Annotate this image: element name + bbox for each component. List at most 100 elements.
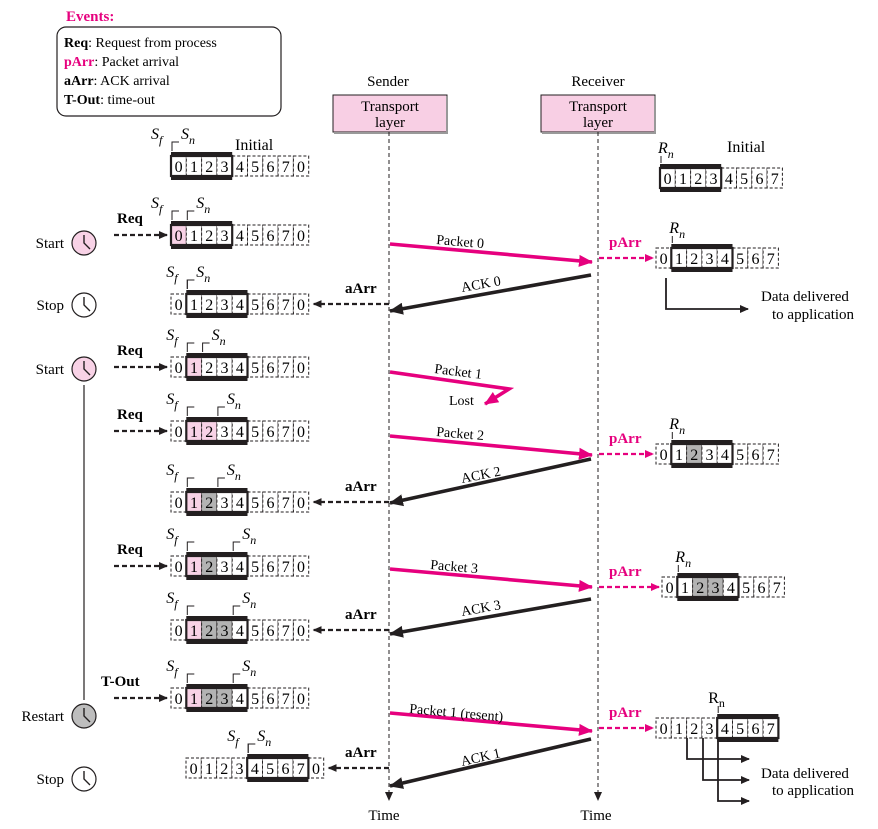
seq-number: 7 <box>282 495 290 512</box>
seq-number: 7 <box>767 721 775 738</box>
rn-label: Rn <box>668 416 685 437</box>
window-bar-bottom <box>186 640 248 644</box>
window-bar-bottom <box>186 441 248 445</box>
window-bar-bottom <box>186 314 248 318</box>
message-arrow <box>389 273 592 315</box>
sn-label: Sn <box>181 126 195 147</box>
seq-number: 1 <box>190 495 198 512</box>
sf-pointer <box>171 210 179 220</box>
seq-number: 5 <box>251 159 259 176</box>
seq-number: 2 <box>205 297 213 314</box>
seq-number: 0 <box>175 360 183 377</box>
window-bar-bottom <box>671 268 733 272</box>
seq-number: 4 <box>236 424 244 441</box>
seq-cell <box>292 420 310 442</box>
message-label: ACK 0 <box>460 274 502 296</box>
window-bar-top <box>671 440 733 444</box>
seq-number: 3 <box>221 559 229 576</box>
timer-start: Start <box>36 356 97 382</box>
seq-number: 6 <box>266 691 274 708</box>
message-arrow <box>389 434 593 460</box>
seq-number: 0 <box>297 228 305 245</box>
sn-pointer <box>202 342 210 352</box>
seq-number: 3 <box>221 159 229 176</box>
event-label: pArr <box>609 564 642 580</box>
seq-number: 1 <box>675 721 683 738</box>
seq-number: 0 <box>175 297 183 314</box>
event-label: aArr <box>345 745 377 761</box>
seq-number: 2 <box>205 623 213 640</box>
seq-number: 0 <box>660 721 668 738</box>
seq-cell <box>766 167 783 189</box>
seq-number: 4 <box>236 691 244 708</box>
svg-text:to application: to application <box>772 307 855 323</box>
window-bar-bottom <box>171 176 233 180</box>
seq-number: 5 <box>251 228 259 245</box>
event-label: T-Out <box>101 674 140 690</box>
seq-number: 0 <box>297 691 305 708</box>
event-label: aArr <box>345 281 377 297</box>
clock-hands <box>83 708 91 723</box>
event-label: Req <box>117 407 143 423</box>
seq-number: 0 <box>175 559 183 576</box>
sf-label: Sf <box>166 264 179 285</box>
seq-number: 5 <box>251 691 259 708</box>
seq-number: 7 <box>282 297 290 314</box>
seq-number: 0 <box>175 691 183 708</box>
seq-number: 4 <box>236 495 244 512</box>
seq-number: 6 <box>751 251 759 268</box>
event-label: Req <box>117 542 143 558</box>
seq-number: 5 <box>266 761 274 778</box>
legend-item: pArr: Packet arrival <box>64 55 179 70</box>
message-arrow <box>389 737 592 789</box>
seq-number: 6 <box>266 559 274 576</box>
seq-number: 0 <box>297 623 305 640</box>
seq-cell <box>762 247 779 269</box>
svg-text:Transport: Transport <box>569 99 628 115</box>
sender-transport-box: Transport layer <box>332 94 448 134</box>
seq-number: 6 <box>266 297 274 314</box>
seq-number: 0 <box>175 495 183 512</box>
seq-number: 6 <box>266 424 274 441</box>
seq-number: 5 <box>736 251 744 268</box>
window-bar-top <box>186 290 248 294</box>
seq-number: 7 <box>297 761 305 778</box>
seq-number: 4 <box>236 559 244 576</box>
seq-number: 7 <box>282 691 290 708</box>
clock-hands <box>83 361 91 376</box>
seq-number: 3 <box>710 171 718 188</box>
legend: Events: Req: Request from process pArr: … <box>56 9 282 117</box>
seq-number: 1 <box>190 623 198 640</box>
window-bar-bottom <box>247 778 309 782</box>
window-bar-top <box>717 714 779 718</box>
seq-number: 7 <box>767 251 775 268</box>
sf-pointer <box>186 541 195 551</box>
seq-number: 7 <box>282 559 290 576</box>
event-label: pArr <box>609 705 642 721</box>
sender-label: Sender <box>367 74 409 90</box>
sn-pointer <box>232 541 241 551</box>
seq-number: 0 <box>660 447 668 464</box>
sf-label: Sf <box>166 526 179 547</box>
lost-label: Lost <box>449 394 474 409</box>
seq-cell <box>292 491 310 513</box>
seq-number: 0 <box>175 159 183 176</box>
timer-label: Stop <box>36 772 64 788</box>
sn-pointer <box>186 279 195 289</box>
timer-label: Start <box>36 236 65 252</box>
window-bar-bottom <box>171 245 233 249</box>
seq-number: 3 <box>236 761 244 778</box>
message-label: ACK 3 <box>460 598 502 620</box>
seq-number: 2 <box>694 171 702 188</box>
seq-number: 5 <box>736 721 744 738</box>
event-label: pArr <box>609 235 642 251</box>
svg-text:Data delivered: Data delivered <box>761 766 849 782</box>
initial-label: Initial <box>727 139 766 156</box>
